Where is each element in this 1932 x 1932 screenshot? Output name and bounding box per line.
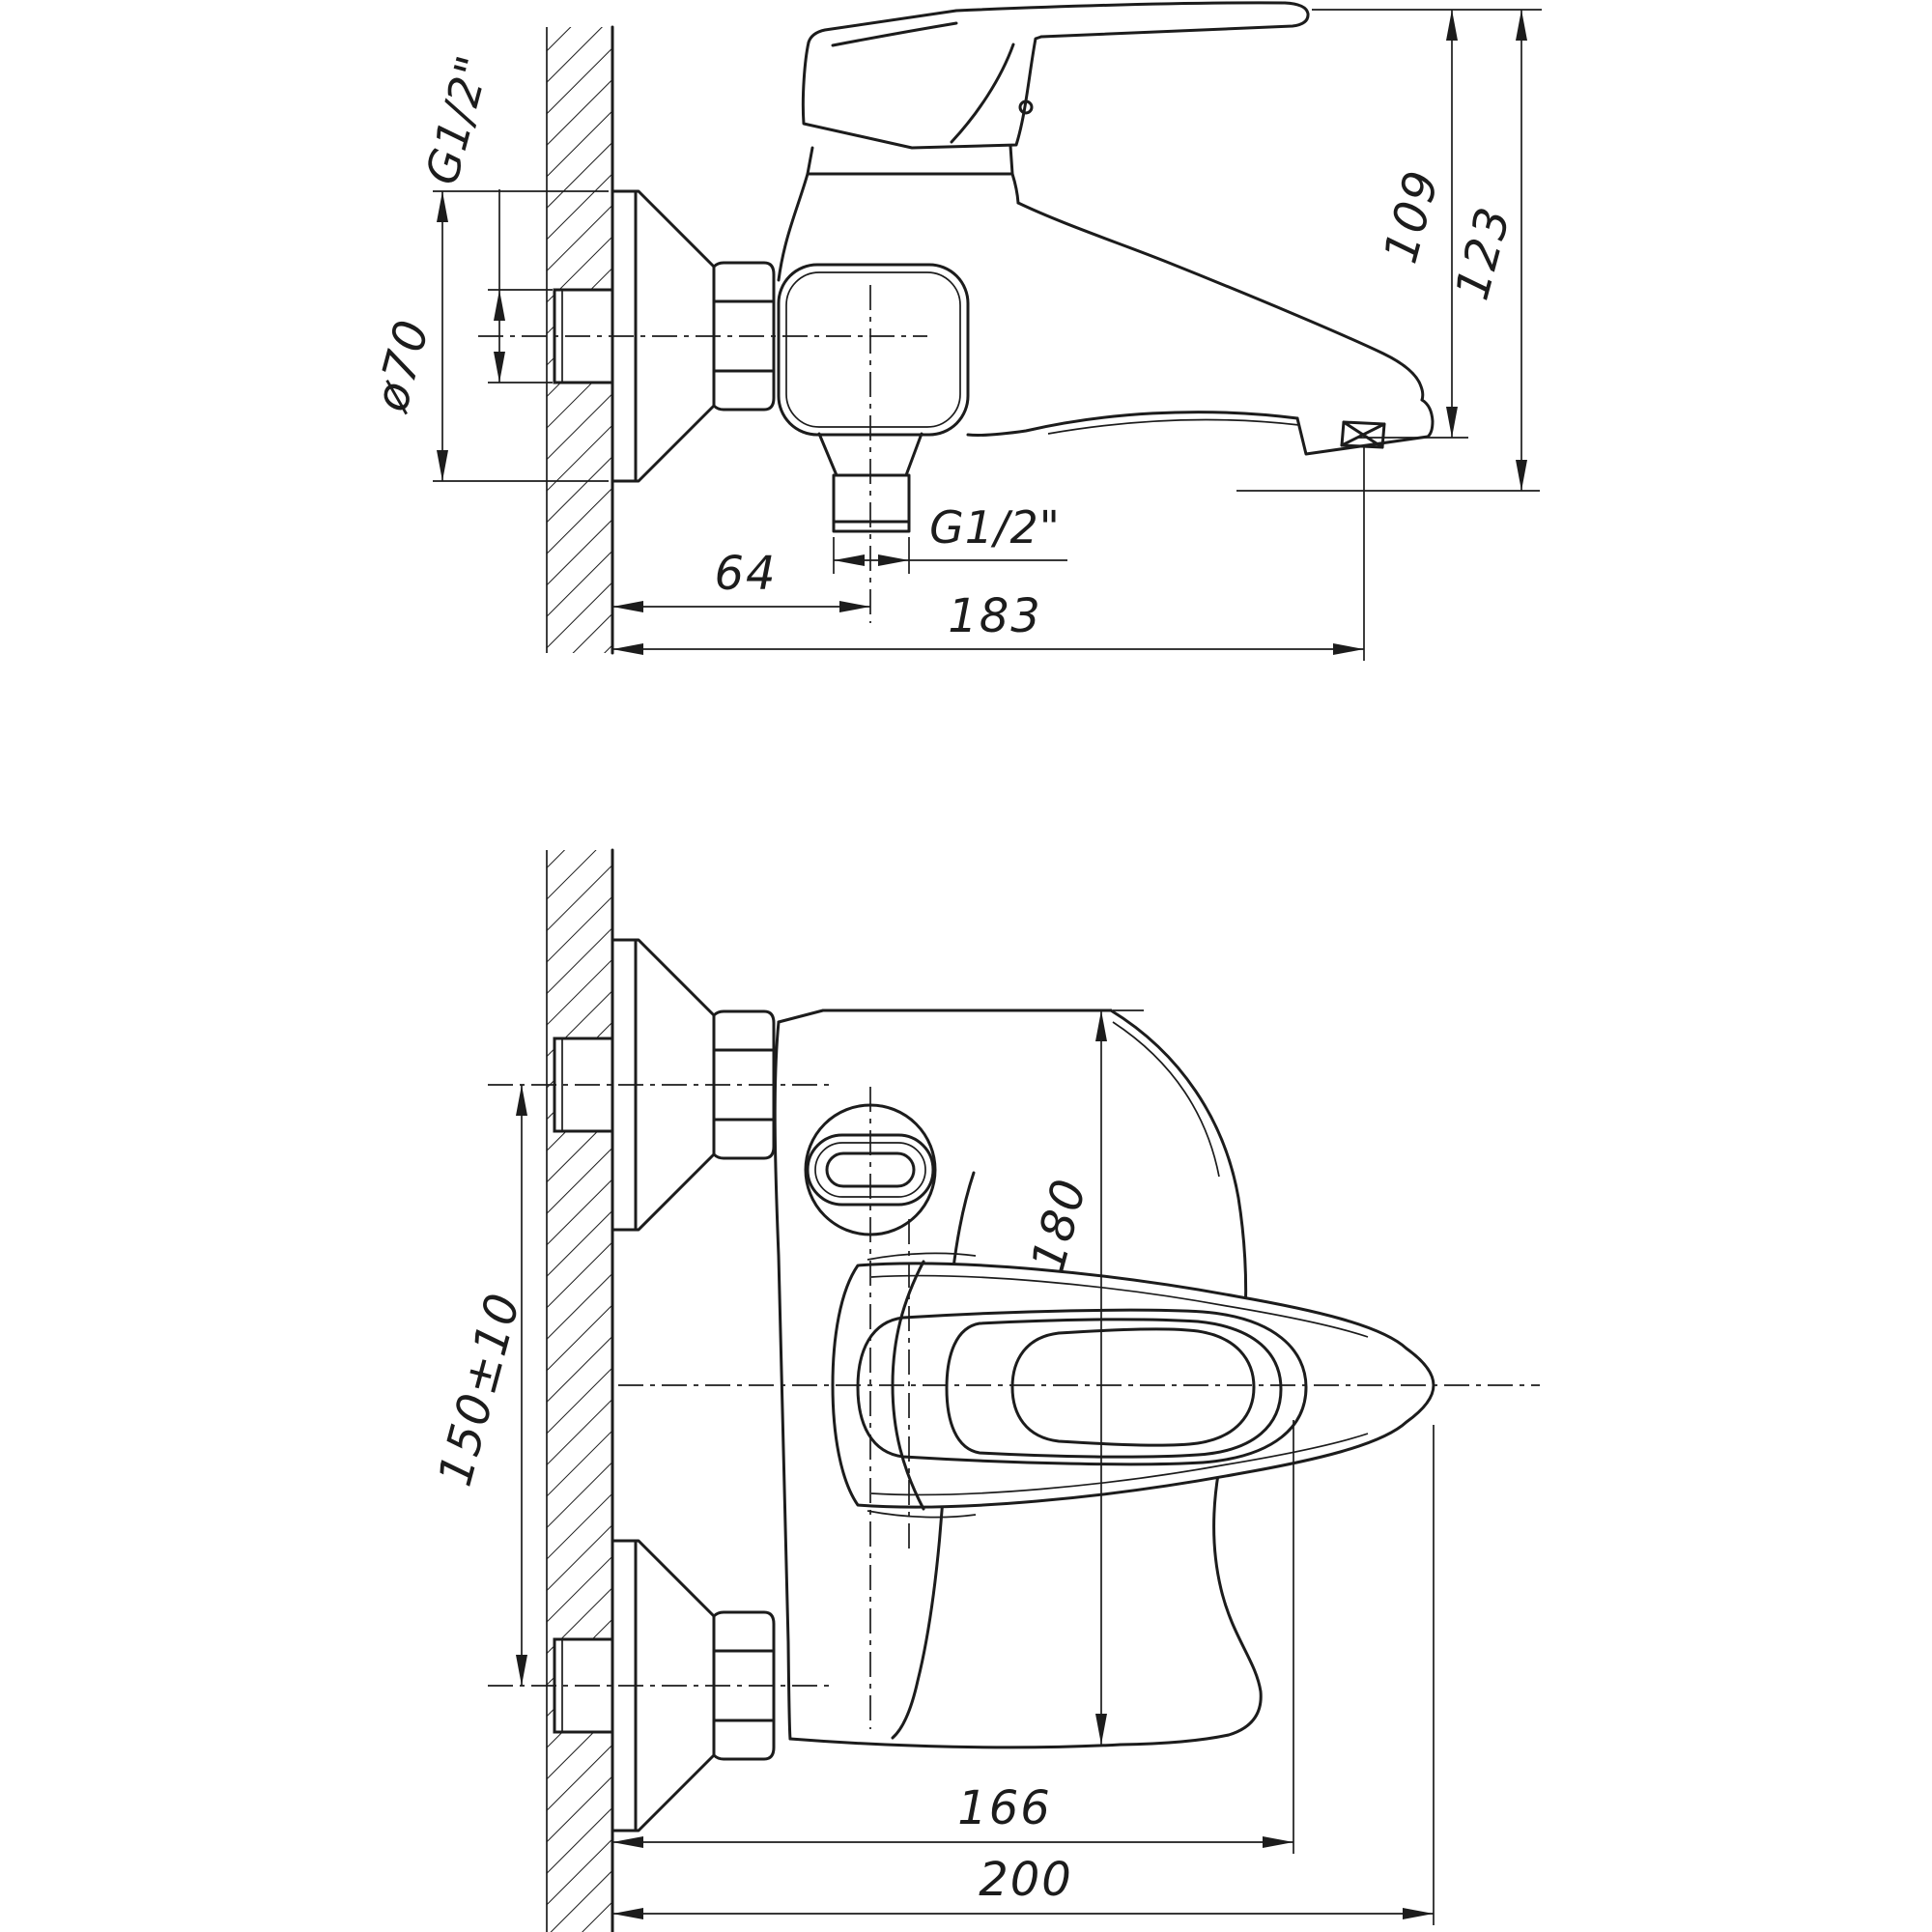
body-bottom-edge (788, 1737, 1122, 1749)
dim-label-height-overall: 180 (1021, 1172, 1097, 1277)
handle-mid-pill (945, 1318, 1283, 1459)
dim-wall-to-spout: 183 (612, 447, 1365, 661)
spout-underside (966, 411, 1299, 437)
body-right-edge (1109, 1009, 1263, 1747)
front-view: 150±10 180 166 200 (428, 848, 1540, 1932)
dim-length-total: 200 (612, 1425, 1435, 1925)
aerator-outlet (1340, 420, 1386, 449)
dim-label-length-body: 166 (957, 1781, 1052, 1835)
dim-length-body: 166 (612, 1420, 1294, 1854)
dim-label-height-total: 123 (1445, 200, 1521, 305)
handle-inner-pill (1010, 1327, 1256, 1447)
dim-label-flange-diameter: ø70 (364, 313, 440, 418)
spout-tip (1295, 398, 1435, 456)
dim-label-inlet-spacing: 150±10 (428, 1287, 531, 1492)
front-view-wall-section (546, 848, 614, 1932)
dim-label-length-total: 200 (979, 1853, 1073, 1907)
handle-outer-pill (856, 1308, 1308, 1466)
handle-swoosh-line (950, 43, 1015, 144)
dim-label-outlet-thread: G1/2" (929, 501, 1061, 554)
dim-outlet-thread: G1/2" (833, 501, 1067, 574)
diverter-knob (804, 1103, 937, 1236)
handle-indicator-dot (1018, 99, 1034, 115)
dim-label-height-to-spout: 109 (1374, 163, 1450, 269)
dim-label-wall-to-spout: 183 (948, 589, 1042, 643)
body-side (777, 144, 1435, 533)
cartridge-housing (777, 263, 970, 437)
side-view: ø70 G1/2" 109 123 (364, 1, 1542, 661)
handle-side (801, 1, 1310, 150)
dim-label-wall-thread: G1/2" (415, 49, 499, 189)
dim-wall-to-outlet: 64 (612, 547, 870, 612)
dim-label-wall-to-outlet: 64 (714, 547, 777, 601)
dim-inlet-spacing: 150±10 (428, 1085, 531, 1686)
spout-top-edge (1016, 201, 1425, 402)
wall-hatch (547, 850, 612, 1932)
shower-outlet (817, 432, 923, 533)
dim-heights: 109 123 (1236, 9, 1542, 492)
